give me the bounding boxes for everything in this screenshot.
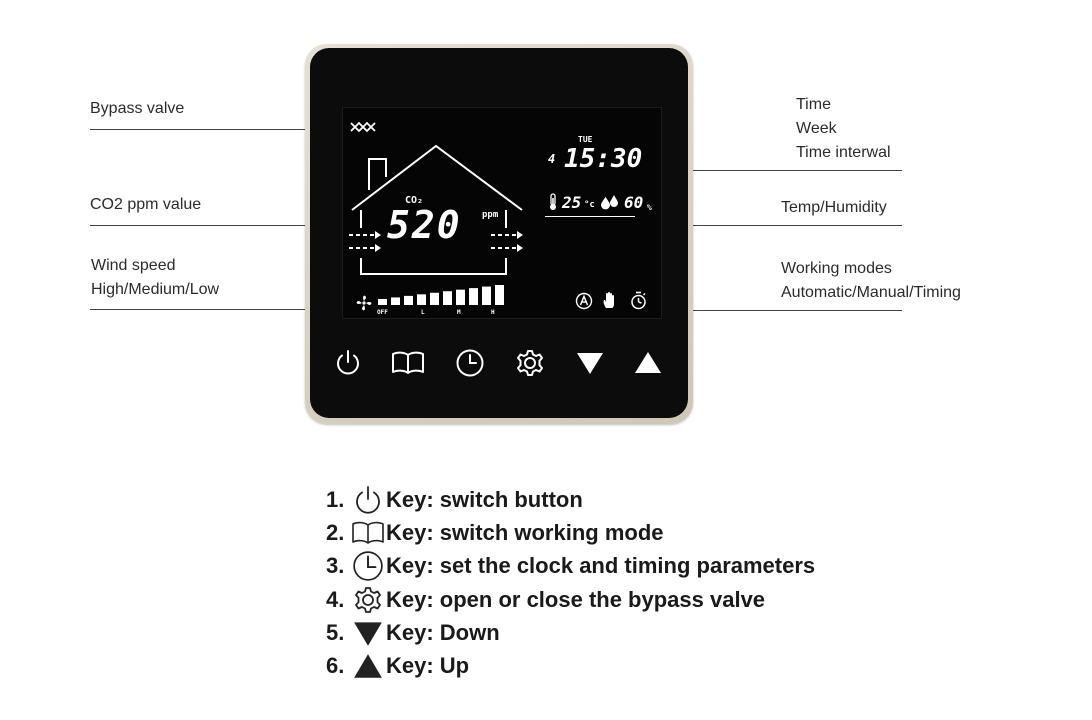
power-icon bbox=[337, 350, 359, 375]
co2-unit: ppm bbox=[482, 210, 499, 220]
callout-wind-speed: Wind speed bbox=[91, 257, 176, 274]
leader-line-wind bbox=[90, 309, 350, 310]
leader-line-modes bbox=[645, 310, 902, 311]
legend-text: Key: switch working mode bbox=[386, 520, 664, 545]
gear-icon bbox=[517, 350, 543, 376]
fan-level-low: L bbox=[421, 309, 425, 316]
fan-speed-bar bbox=[404, 295, 413, 305]
callout-co2-ppm: CO2 ppm value bbox=[90, 196, 202, 213]
legend-number: 5. bbox=[326, 620, 345, 645]
fan-speed-bar bbox=[443, 291, 452, 305]
fan-speed-bar bbox=[378, 299, 387, 305]
legend-row-4: 4. Key: open or close the bypass valve bbox=[326, 585, 765, 615]
humidity-unit: % bbox=[647, 203, 652, 212]
callout-working-modes: Working modes bbox=[781, 260, 892, 277]
clock-key[interactable] bbox=[448, 341, 492, 385]
humidity-value: 60 bbox=[624, 193, 644, 212]
legend-text: Key: set the clock and timing parameters bbox=[386, 553, 816, 578]
fan-level-off: OFF bbox=[377, 309, 388, 316]
legend-row-3: 3. Key: set the clock and timing paramet… bbox=[326, 551, 815, 581]
legend-number: 2. bbox=[326, 520, 345, 545]
legend-row-1: 1. Key: switch button bbox=[326, 485, 583, 515]
legend-number: 6. bbox=[326, 653, 345, 678]
leader-line-co2 bbox=[90, 225, 352, 226]
legend-text: Key: open or close the bypass valve bbox=[386, 587, 766, 612]
power-icon bbox=[350, 485, 386, 515]
fan-speed-bar bbox=[456, 289, 465, 305]
leader-line-bypass bbox=[90, 129, 352, 130]
mode-key[interactable] bbox=[386, 341, 430, 385]
fan-speed-bar bbox=[482, 286, 491, 305]
power-key[interactable] bbox=[326, 341, 370, 385]
legend-row-6: 6. Key: Up bbox=[326, 651, 469, 681]
clock-icon bbox=[456, 349, 484, 377]
legend-number: 1. bbox=[326, 487, 345, 512]
up-key[interactable] bbox=[626, 341, 670, 385]
fan-speed-bar bbox=[430, 292, 439, 305]
fan-level-high: H bbox=[491, 309, 495, 316]
temperature-value: 25 bbox=[562, 193, 582, 212]
fan-icon bbox=[356, 295, 372, 311]
fan-speed-bars bbox=[378, 285, 504, 305]
temperature-unit: °c bbox=[584, 200, 595, 210]
callout-temp-humidity: Temp/Humidity bbox=[781, 199, 887, 216]
co2-label: CO₂ bbox=[405, 195, 424, 206]
up-triangle-icon bbox=[635, 352, 661, 373]
legend-text: Key: Up bbox=[386, 653, 470, 678]
gear-icon bbox=[350, 585, 386, 615]
fan-speed-bar bbox=[391, 297, 400, 305]
legend-number: 3. bbox=[326, 553, 345, 578]
up-triangle-icon bbox=[350, 651, 386, 681]
weekday-label: TUE bbox=[578, 135, 593, 144]
clock-time: 15:30 bbox=[564, 144, 643, 174]
down-triangle-icon bbox=[350, 618, 386, 648]
fan-speed-bar bbox=[417, 294, 426, 305]
leader-line-time bbox=[645, 170, 902, 171]
legend-text: Key: Down bbox=[386, 620, 500, 645]
legend-number: 4. bbox=[326, 587, 345, 612]
callout-time-interval: Time interwal bbox=[796, 144, 891, 161]
fan-speed-bar bbox=[495, 285, 504, 305]
legend-text: Key: switch button bbox=[386, 487, 583, 512]
week-number: 4 bbox=[548, 152, 556, 166]
fan-level-medium: M bbox=[457, 309, 461, 316]
book-icon bbox=[392, 351, 424, 374]
callout-week: Week bbox=[796, 120, 837, 137]
co2-value: 520 bbox=[387, 203, 462, 247]
bypass-valve-icon bbox=[350, 121, 376, 133]
clock-icon bbox=[350, 551, 386, 581]
humidity-drop-icon bbox=[601, 195, 618, 210]
house-outline-icon bbox=[349, 144, 523, 275]
fan-speed-bar bbox=[469, 288, 478, 305]
auto-mode-icon bbox=[575, 292, 593, 310]
thermometer-icon bbox=[550, 193, 556, 210]
timing-mode-icon bbox=[631, 291, 646, 310]
callout-bypass-valve: Bypass valve bbox=[90, 100, 185, 117]
temp-underline bbox=[545, 216, 635, 217]
down-key[interactable] bbox=[568, 341, 612, 385]
manual-mode-hand-icon bbox=[603, 292, 614, 308]
down-triangle-icon bbox=[577, 353, 603, 374]
callout-time: Time bbox=[796, 96, 831, 113]
callout-wind-speed-levels: High/Medium/Low bbox=[91, 281, 220, 298]
legend-row-2: 2. Key: switch working mode bbox=[326, 518, 664, 548]
legend-row-5: 5. Key: Down bbox=[326, 618, 500, 648]
leader-line-temp bbox=[645, 225, 902, 226]
bypass-key[interactable] bbox=[508, 341, 552, 385]
callout-working-modes-list: Automatic/Manual/Timing bbox=[781, 284, 961, 301]
book-icon bbox=[350, 518, 386, 548]
lcd-screen bbox=[342, 107, 662, 319]
